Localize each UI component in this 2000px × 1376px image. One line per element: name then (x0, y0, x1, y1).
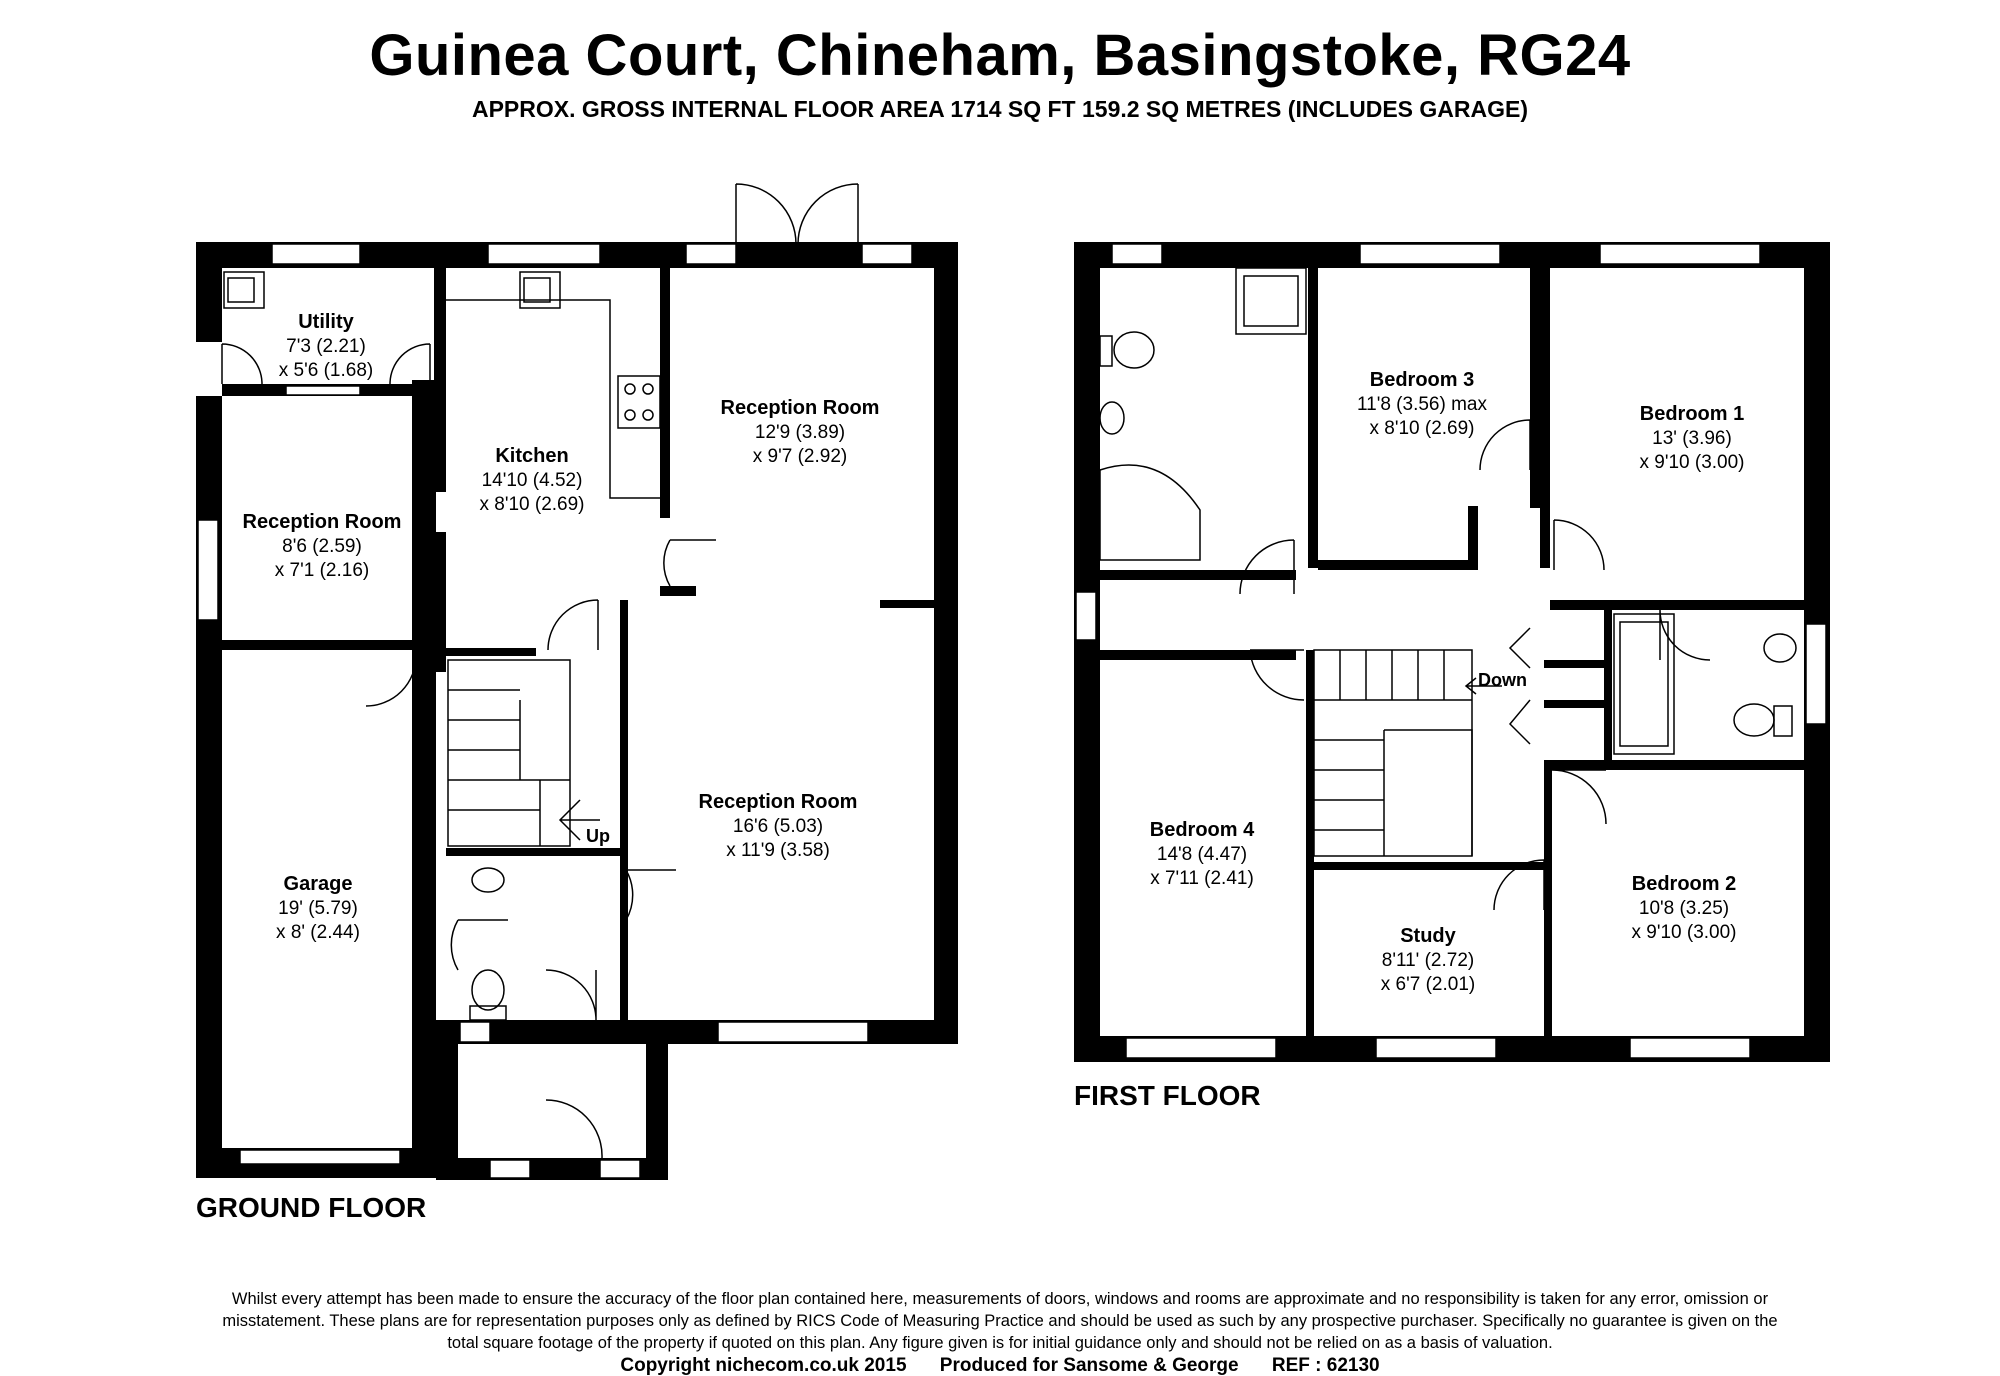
room-name: Reception Room (699, 791, 858, 813)
room-dimension: x 7'11 (2.41) (1150, 868, 1254, 889)
stairs-up-label: Up (586, 826, 610, 846)
plan-title: Guinea Court, Chineham, Basingstoke, RG2… (369, 23, 1631, 88)
first-floor-plan (1074, 242, 1830, 1062)
room-dimension: 12'9 (3.89) (755, 422, 845, 443)
room-label-bedroom-2: Bedroom 2 10'8 (3.25) x 9'10 (3.00) (1631, 873, 1736, 943)
room-dimension: 11'8 (3.56) max (1357, 394, 1488, 415)
room-label-reception-small: Reception Room 8'6 (2.59) x 7'1 (2.16) (243, 511, 402, 581)
ground-floor-label: GROUND FLOOR (196, 1192, 427, 1223)
room-label-garage: Garage 19' (5.79) x 8' (2.44) (276, 873, 360, 943)
room-name: Garage (284, 873, 353, 895)
floor-area-subtitle: APPROX. GROSS INTERNAL FLOOR AREA 1714 S… (471, 96, 1529, 122)
room-name: Bedroom 3 (1370, 369, 1474, 391)
room-name: Reception Room (243, 511, 402, 533)
first-floor-label: FIRST FLOOR (1074, 1080, 1261, 1111)
footer: Copyright nichecom.co.uk 2015 Produced f… (0, 1356, 2000, 1376)
room-label-bedroom-4: Bedroom 4 14'8 (4.47) x 7'11 (2.41) (1150, 819, 1255, 889)
room-name: Reception Room (721, 397, 880, 419)
room-name: Bedroom 1 (1640, 403, 1744, 425)
room-dimension: x 8'10 (2.69) (1369, 418, 1474, 439)
room-name: Utility (298, 311, 354, 333)
room-dimension: 10'8 (3.25) (1639, 898, 1729, 919)
copyright-text: Copyright nichecom.co.uk 2015 (620, 1355, 907, 1376)
room-dimension: x 6'7 (2.01) (1381, 974, 1475, 995)
room-dimension: 8'11' (2.72) (1382, 950, 1474, 971)
disclaimer-text: Whilst every attempt has been made to en… (222, 1290, 1778, 1352)
room-name: Study (1400, 925, 1456, 947)
room-dimension: 14'10 (4.52) (482, 470, 583, 491)
room-dimension: x 8' (2.44) (276, 922, 360, 943)
room-dimension: x 5'6 (1.68) (279, 360, 373, 381)
room-dimension: 16'6 (5.03) (733, 816, 823, 837)
room-dimension: x 8'10 (2.69) (479, 494, 584, 515)
room-dimension: x 9'10 (3.00) (1631, 922, 1736, 943)
room-label-reception-front: Reception Room 16'6 (5.03) x 11'9 (3.58) (699, 791, 858, 861)
stairs-down-label: Down (1478, 670, 1527, 690)
produced-for-text: Produced for Sansome & George (939, 1355, 1239, 1376)
room-dimension: 13' (3.96) (1652, 428, 1732, 449)
room-dimension: x 7'1 (2.16) (275, 560, 369, 581)
room-dimension: x 9'7 (2.92) (753, 446, 847, 467)
room-name: Kitchen (495, 445, 568, 467)
room-label-study: Study 8'11' (2.72) x 6'7 (2.01) (1381, 925, 1475, 995)
room-dimension: 19' (5.79) (278, 898, 358, 919)
room-dimension: x 9'10 (3.00) (1639, 452, 1744, 473)
room-label-utility: Utility 7'3 (2.21) x 5'6 (1.68) (279, 311, 373, 381)
room-dimension: 14'8 (4.47) (1157, 844, 1247, 865)
room-name: Bedroom 4 (1150, 819, 1255, 841)
room-dimension: 8'6 (2.59) (282, 536, 362, 557)
room-label-bedroom-1: Bedroom 1 13' (3.96) x 9'10 (3.00) (1639, 403, 1744, 473)
ground-floor-plan (196, 183, 958, 1180)
room-label-kitchen: Kitchen 14'10 (4.52) x 8'10 (2.69) (479, 445, 584, 515)
room-label-bedroom-3: Bedroom 3 11'8 (3.56) max x 8'10 (2.69) (1357, 369, 1488, 439)
room-dimension: x 11'9 (3.58) (726, 840, 830, 861)
reference-text: REF : 62130 (1271, 1355, 1380, 1376)
room-name: Bedroom 2 (1632, 873, 1736, 895)
room-label-reception-back: Reception Room 12'9 (3.89) x 9'7 (2.92) (721, 397, 880, 467)
room-dimension: 7'3 (2.21) (286, 336, 366, 357)
